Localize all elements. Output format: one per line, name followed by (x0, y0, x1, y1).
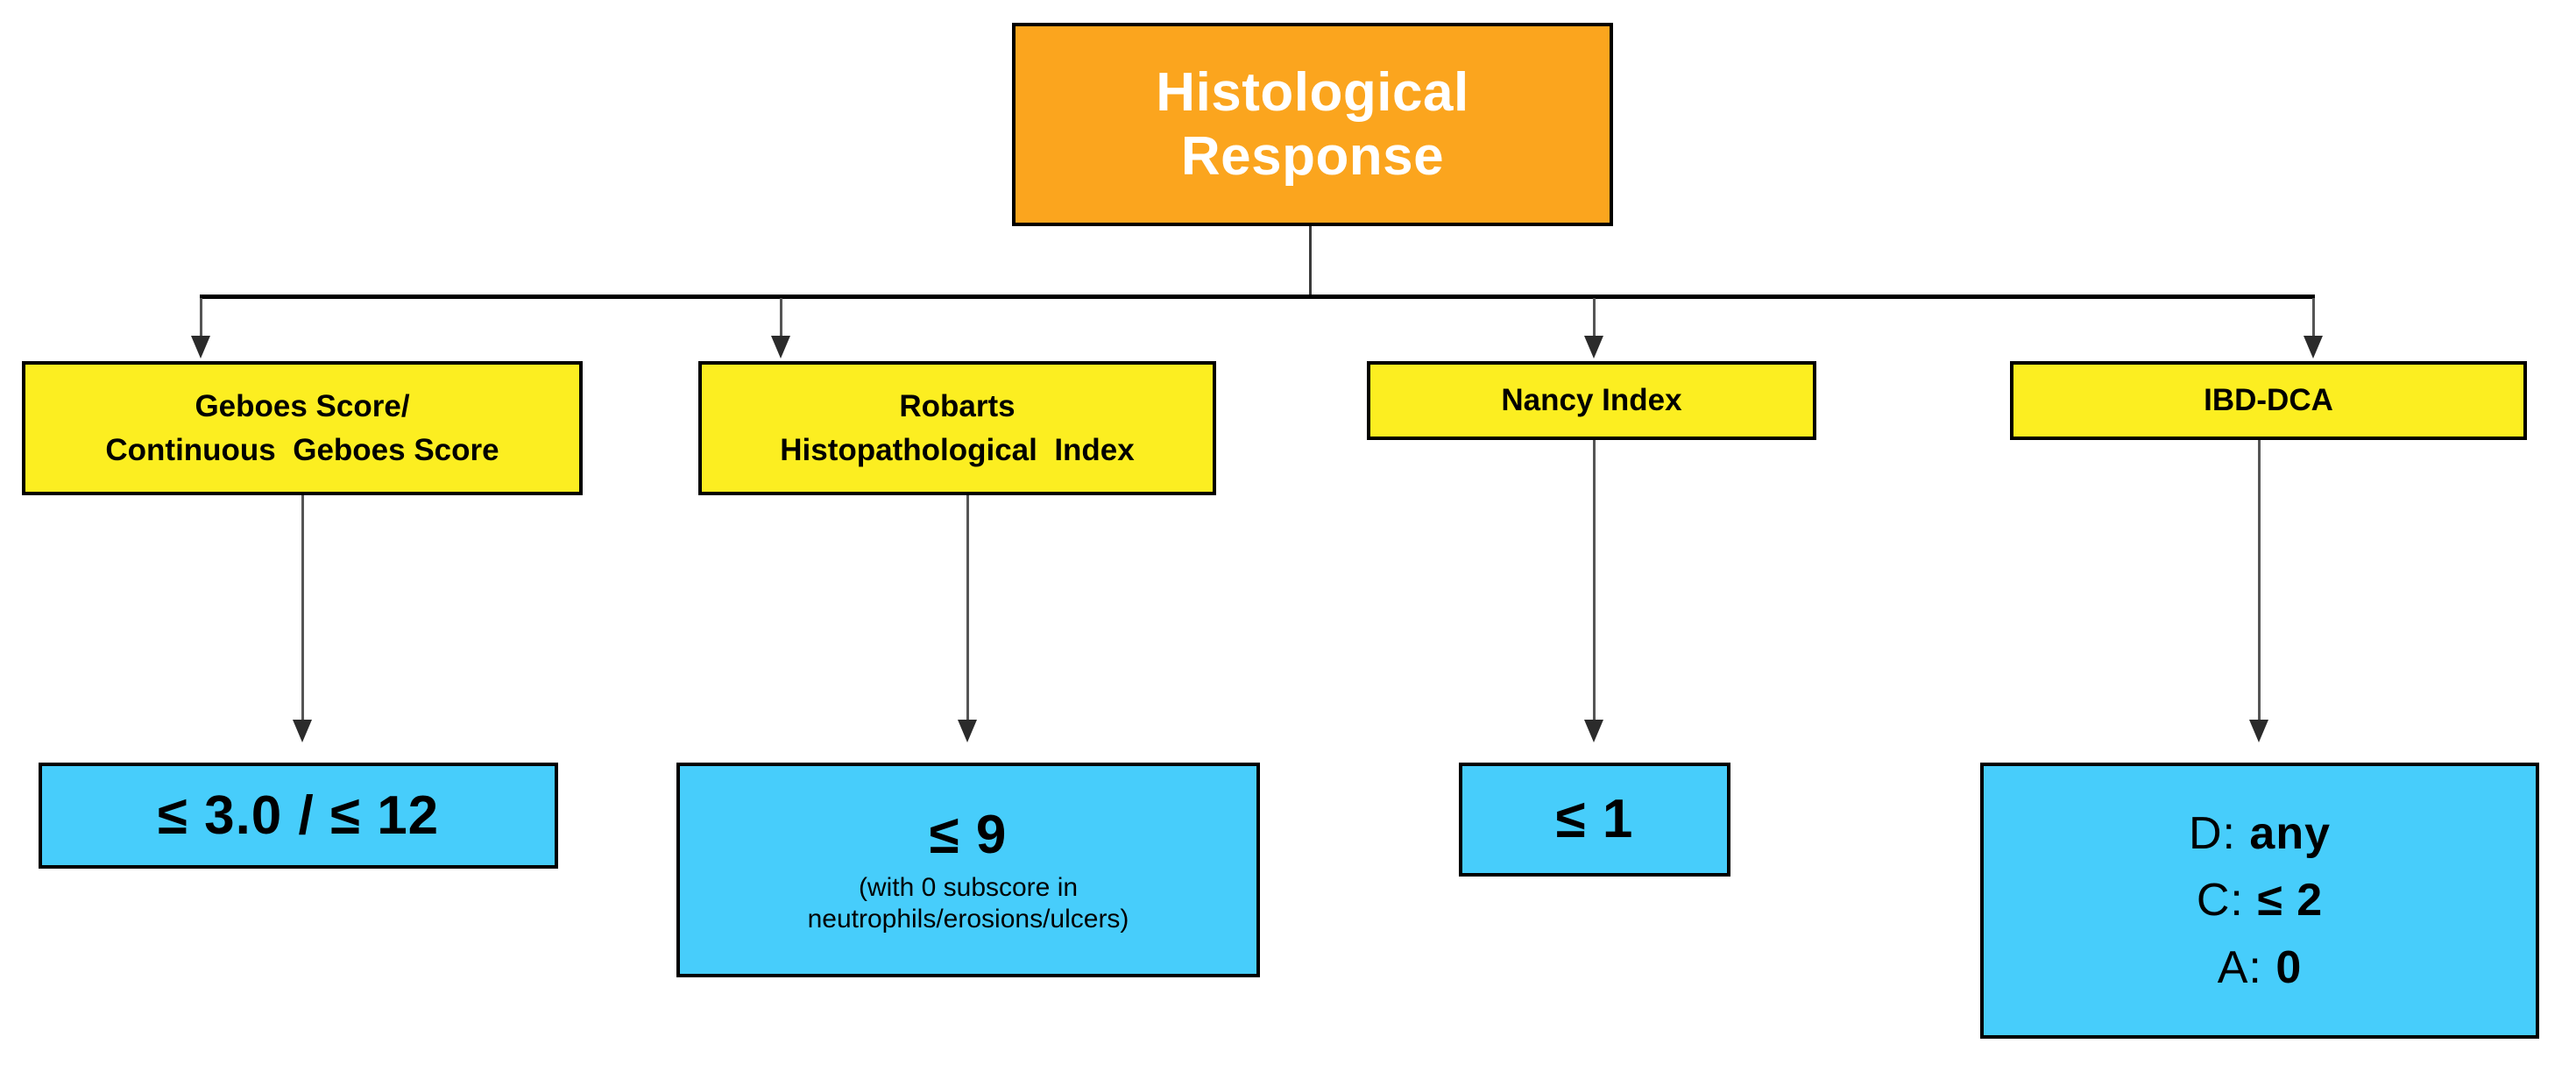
connector-robarts-to-cutoff (966, 495, 969, 723)
arrowhead-geboes-cutoff (293, 720, 312, 742)
arrowhead-ibd-dca-cutoff (2249, 720, 2268, 742)
node-robarts-cutoff[interactable]: ≤ 9 (with 0 subscore in neutrophils/eros… (676, 763, 1260, 977)
node-ibd-dca[interactable]: IBD-DCA (2010, 361, 2527, 440)
ibd-dca-label: IBD-DCA (2204, 383, 2333, 418)
node-nancy-cutoff[interactable]: ≤ 1 (1459, 763, 1730, 877)
connector-horizontal-bus (200, 295, 2315, 299)
node-ibd-dca-cutoff[interactable]: D: any C: ≤ 2 A: 0 (1980, 763, 2539, 1039)
nancy-label: Nancy Index (1501, 383, 1682, 418)
connector-root-stem (1309, 226, 1312, 298)
arrowhead-robarts (771, 336, 790, 359)
arrowhead-nancy (1584, 336, 1603, 359)
nancy-cutoff-value: ≤ 1 (1555, 789, 1634, 850)
ibd-dca-row-d-label: D: (2188, 808, 2236, 860)
connector-drop-robarts (780, 298, 782, 340)
node-nancy-index[interactable]: Nancy Index (1367, 361, 1816, 440)
root-title-line-1: Histological (1156, 61, 1469, 123)
ibd-dca-row-d: D: any (2189, 800, 2331, 867)
robarts-cutoff-value: ≤ 9 (929, 804, 1008, 865)
arrowhead-nancy-cutoff (1584, 720, 1603, 742)
ibd-dca-row-a: A: 0 (2218, 934, 2303, 1001)
robarts-cutoff-note: (with 0 subscore in neutrophils/erosions… (808, 872, 1129, 935)
ibd-dca-row-a-value: 0 (2275, 941, 2303, 993)
ibd-dca-row-a-label: A: (2217, 941, 2262, 993)
node-histological-response[interactable]: Histological Response (1012, 23, 1613, 226)
connector-drop-geboes (200, 298, 202, 340)
ibd-dca-row-d-value: any (2249, 808, 2332, 860)
geboes-label-line-1: Geboes Score/ (195, 389, 410, 424)
ibd-dca-row-c-label: C: (2196, 875, 2244, 926)
root-title-line-2: Response (1180, 126, 1445, 187)
connector-drop-nancy (1593, 298, 1596, 340)
node-robarts-index[interactable]: Robarts Histopathological Index (698, 361, 1216, 495)
arrowhead-geboes (191, 336, 210, 359)
robarts-note-line-2: neutrophils/erosions/ulcers) (807, 905, 1129, 934)
geboes-cutoff-value: ≤ 3.0 / ≤ 12 (157, 784, 440, 846)
robarts-label-line-1: Robarts (899, 389, 1016, 424)
robarts-note-line-1: (with 0 subscore in (858, 873, 1079, 903)
ibd-dca-row-c-value: ≤ 2 (2257, 875, 2324, 926)
geboes-label-line-2: Continuous Geboes Score (105, 432, 499, 467)
arrowhead-ibd-dca (2304, 336, 2323, 359)
connector-nancy-to-cutoff (1593, 440, 1596, 723)
node-geboes-cutoff[interactable]: ≤ 3.0 / ≤ 12 (39, 763, 558, 869)
arrowhead-robarts-cutoff (958, 720, 977, 742)
connector-ibd-dca-to-cutoff (2258, 440, 2261, 723)
robarts-label-line-2: Histopathological Index (780, 432, 1135, 467)
connector-geboes-to-cutoff (301, 495, 304, 723)
connector-drop-ibd-dca (2312, 298, 2315, 340)
ibd-dca-row-c: C: ≤ 2 (2197, 867, 2323, 934)
node-geboes-score[interactable]: Geboes Score/ Continuous Geboes Score (22, 361, 583, 495)
